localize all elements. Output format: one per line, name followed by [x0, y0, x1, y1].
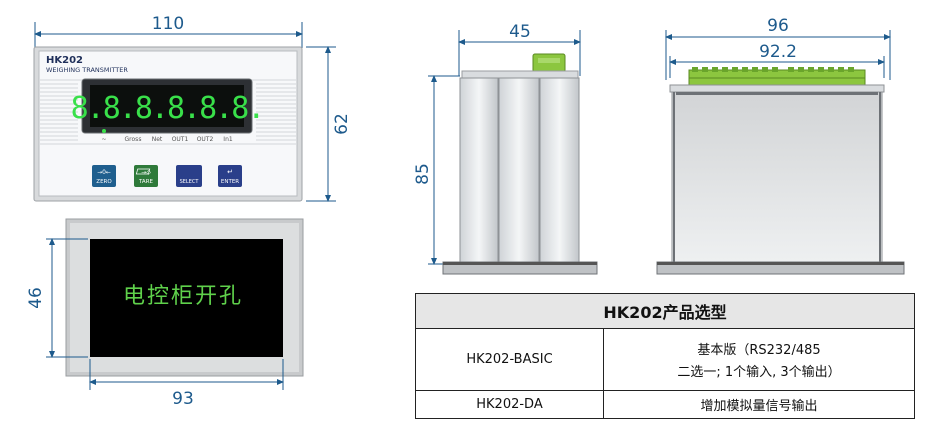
indicator-label: In1 [223, 136, 233, 143]
indicator-label: Gross [125, 136, 142, 143]
side-view: 45 85 [413, 22, 598, 275]
select-label: SELECT [180, 179, 200, 185]
status-led-icon [102, 129, 106, 133]
dim-front-width: 110 [152, 14, 184, 34]
indicator-label: Net [152, 136, 163, 143]
table-row: HK202-DA 增加模拟量信号输出 [415, 390, 915, 419]
indicator-label: OUT2 [197, 136, 214, 143]
dim-top-width: 96 [767, 16, 789, 36]
table-row: HK202-BASIC 基本版（RS232/485 二选一; 1个输入, 3个输… [415, 328, 915, 391]
panel-subtitle: WEIGHING TRANSMITTER [46, 66, 128, 74]
front-view: 110 62 HK202 WEIG [33, 14, 352, 202]
select-button[interactable]: SELECT [135, 165, 202, 187]
description-cell: 增加模拟量信号输出 [603, 390, 915, 419]
zero-button[interactable]: →0← ZERO [92, 165, 116, 187]
table-title: HK202产品选型 [415, 293, 915, 329]
model-selection-table: HK202产品选型 HK202-BASIC 基本版（RS232/485 二选一;… [415, 293, 915, 419]
top-view: 96 92.2 [656, 16, 905, 275]
model-cell: HK202-BASIC [415, 328, 604, 391]
dim-cutout-width: 93 [172, 389, 194, 409]
description-line: 基本版（RS232/485 [697, 343, 821, 358]
tare-button[interactable]: →◇ TARE [134, 165, 158, 187]
enter-label: ENTER [221, 179, 239, 185]
indicator-label: ~ [101, 136, 106, 143]
zero-icon: →0← [97, 169, 111, 176]
indicator-label: OUT1 [172, 136, 189, 143]
tare-icon: →◇ [141, 169, 151, 176]
dim-front-height: 62 [332, 113, 352, 135]
description-line: 二选一; 1个输入, 3个输出） [677, 365, 841, 380]
tare-label: TARE [138, 179, 154, 185]
dim-side-height: 85 [413, 163, 433, 185]
dim-top-inner-width: 92.2 [759, 42, 797, 62]
led-display: 8.8.8.8.8.8. [71, 91, 264, 126]
cutout-view: 电控柜开孔 46 93 [26, 218, 304, 409]
panel-model: HK202 [46, 55, 83, 66]
cutout-label: 电控柜开孔 [123, 284, 243, 309]
enter-icon: ↵ [227, 168, 233, 176]
description-cell: 基本版（RS232/485 二选一; 1个输入, 3个输出） [603, 328, 915, 391]
model-cell: HK202-DA [415, 390, 604, 419]
dim-cutout-height: 46 [26, 287, 46, 309]
dim-side-width: 45 [509, 22, 531, 42]
enter-button[interactable]: ↵ ENTER [218, 165, 242, 187]
zero-label: ZERO [96, 179, 112, 185]
select-icon [135, 168, 151, 175]
